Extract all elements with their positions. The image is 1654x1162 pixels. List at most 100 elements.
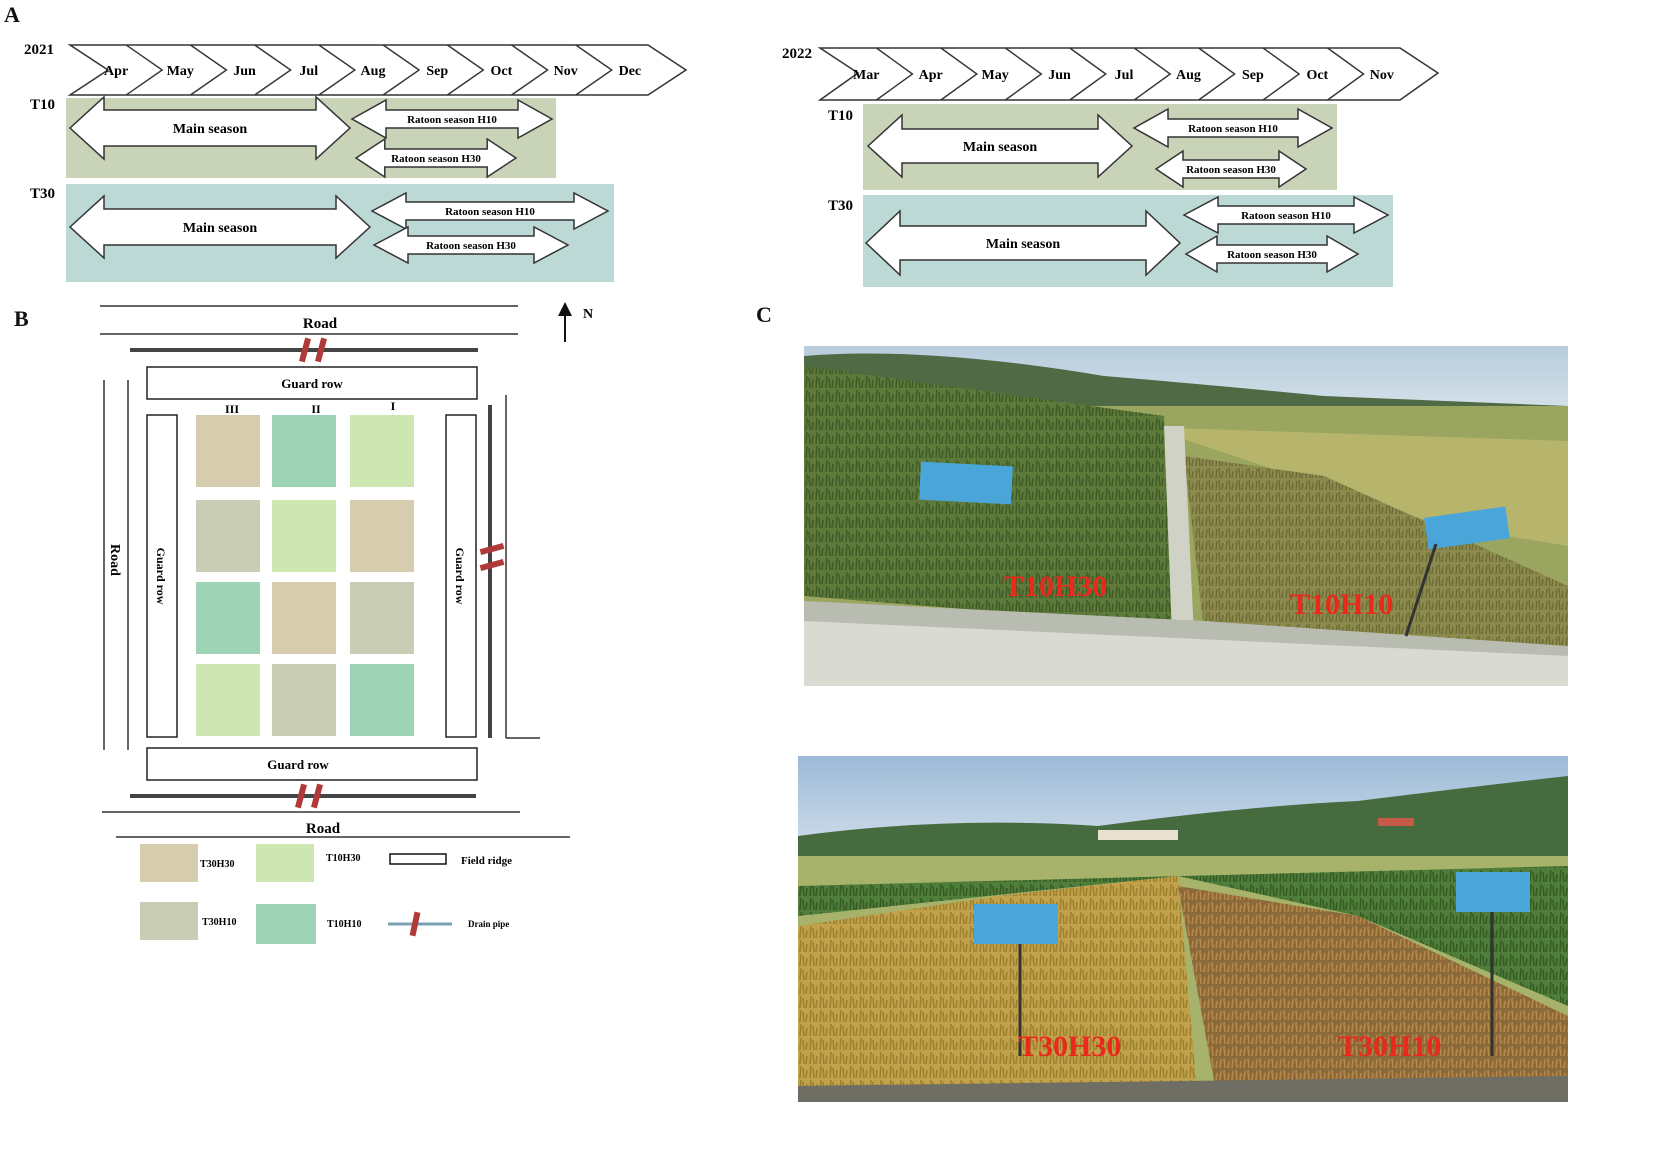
month-divider xyxy=(382,44,421,96)
plot-label: T30H10 xyxy=(1338,1030,1442,1063)
guard-row-top xyxy=(146,366,478,400)
guard-row-left-label: Guard row xyxy=(154,548,168,605)
guard-row-right xyxy=(445,414,477,738)
photo-scene xyxy=(804,346,1568,686)
month-divider xyxy=(318,44,357,96)
drain-pipe-icon xyxy=(294,783,324,809)
season-arrow xyxy=(1182,195,1390,235)
season-arrow xyxy=(864,209,1182,277)
season-arrow xyxy=(1184,234,1360,274)
plot-t10h30 xyxy=(272,500,336,572)
month-label: Apr xyxy=(919,68,943,83)
season-label: Main season xyxy=(963,140,1038,155)
panel-label-a: A xyxy=(4,2,20,27)
season-label: Main season xyxy=(183,221,258,236)
season-label: Ratoon season H10 xyxy=(407,114,497,126)
month-divider xyxy=(1262,47,1301,101)
field-ridge-icon xyxy=(389,853,447,865)
month-label: Dec xyxy=(619,64,642,79)
plot-t10h30 xyxy=(196,664,260,736)
season-label: Ratoon season H10 xyxy=(1188,123,1278,135)
row-label-t30: T30 xyxy=(30,186,55,202)
season-arrow xyxy=(866,113,1134,179)
plot-t30h30 xyxy=(196,415,260,487)
north-arrow-head xyxy=(558,302,572,316)
ribbon-outline xyxy=(67,44,688,96)
season-arrow xyxy=(68,194,372,260)
legend-label: Drain pipe xyxy=(468,919,509,929)
season-label: Ratoon season H30 xyxy=(1227,249,1317,261)
plot-t30h10 xyxy=(350,582,414,654)
month-divider xyxy=(1198,47,1236,101)
drain-pipe-icon xyxy=(388,911,452,937)
plot-t10h10 xyxy=(350,664,414,736)
north-label: N xyxy=(583,307,593,322)
plot-label: T10H30 xyxy=(1004,570,1108,603)
plot-t30h10 xyxy=(272,664,336,736)
row-label-t10: T10 xyxy=(30,97,55,113)
season-label: Ratoon season H10 xyxy=(1241,210,1331,222)
legend-label: Field ridge xyxy=(461,855,512,867)
season-arrow xyxy=(354,137,518,179)
guard-row-right-label: Guard row xyxy=(453,548,467,605)
guard-row-top-label: Guard row xyxy=(281,376,343,391)
month-label: Jun xyxy=(233,64,256,79)
month-divider xyxy=(1004,47,1043,101)
month-label: May xyxy=(982,68,1009,83)
month-divider xyxy=(876,47,914,101)
legend-swatch-t30h30 xyxy=(140,844,198,882)
drain-pipe-icon xyxy=(298,337,328,363)
row-label-t10: T10 xyxy=(828,108,853,124)
month-divider xyxy=(511,44,549,96)
season-label: Ratoon season H30 xyxy=(391,153,481,165)
plot-t30h30 xyxy=(272,582,336,654)
month-label: Sep xyxy=(1242,68,1264,83)
field-photo-t10: T10H30 T10H10 xyxy=(804,346,1568,686)
legend-label: T30H10 xyxy=(202,917,236,928)
season-label: Ratoon season H30 xyxy=(1186,164,1276,176)
field-layout-map: Road N Guard row III II I Road Guard row… xyxy=(100,302,593,944)
guard-row-left xyxy=(146,414,178,738)
plot-t10h30 xyxy=(350,415,414,487)
month-divider xyxy=(254,44,292,96)
plot-t10h10 xyxy=(196,582,260,654)
season-arrow xyxy=(68,95,352,161)
month-divider xyxy=(1069,47,1107,101)
road-label-top: Road xyxy=(303,316,338,332)
field-photo-t30: T30H30 T30H10 xyxy=(798,756,1568,1102)
plot-t10h10 xyxy=(272,415,336,487)
drain-pipe-icon xyxy=(479,542,505,572)
month-divider xyxy=(446,44,485,96)
year-label: 2021 xyxy=(24,42,54,58)
block-mark: II xyxy=(311,402,321,416)
month-label: Jun xyxy=(1048,68,1071,83)
month-divider xyxy=(1133,47,1172,101)
season-label: Ratoon season H10 xyxy=(445,206,535,218)
month-label: May xyxy=(167,64,194,79)
month-divider xyxy=(940,47,979,101)
panel-label-b: B xyxy=(14,306,29,331)
legend-label: T10H10 xyxy=(327,919,361,930)
ribbon-outline xyxy=(817,47,1440,101)
block-mark: I xyxy=(391,399,396,413)
season-arrow xyxy=(1154,149,1308,189)
season-arrow xyxy=(372,225,570,265)
season-label: Main season xyxy=(173,122,248,137)
month-label: Jul xyxy=(299,64,318,79)
row-label-t30: T30 xyxy=(828,198,853,214)
season-label: Main season xyxy=(986,237,1061,252)
photo-scene xyxy=(798,756,1568,1102)
legend-swatch-t10h10 xyxy=(256,904,316,944)
month-label: Sep xyxy=(426,64,448,79)
month-label: Oct xyxy=(1306,68,1328,83)
season-arrow xyxy=(350,98,554,140)
plot-t30h10 xyxy=(196,500,260,572)
month-divider xyxy=(1327,47,1365,101)
month-label: Nov xyxy=(554,64,578,79)
season-label: Ratoon season H30 xyxy=(426,240,516,252)
legend-label: T30H30 xyxy=(200,859,234,870)
legend: T30H30 T10H30 Field ridge T30H10 T10H10 … xyxy=(140,844,512,944)
